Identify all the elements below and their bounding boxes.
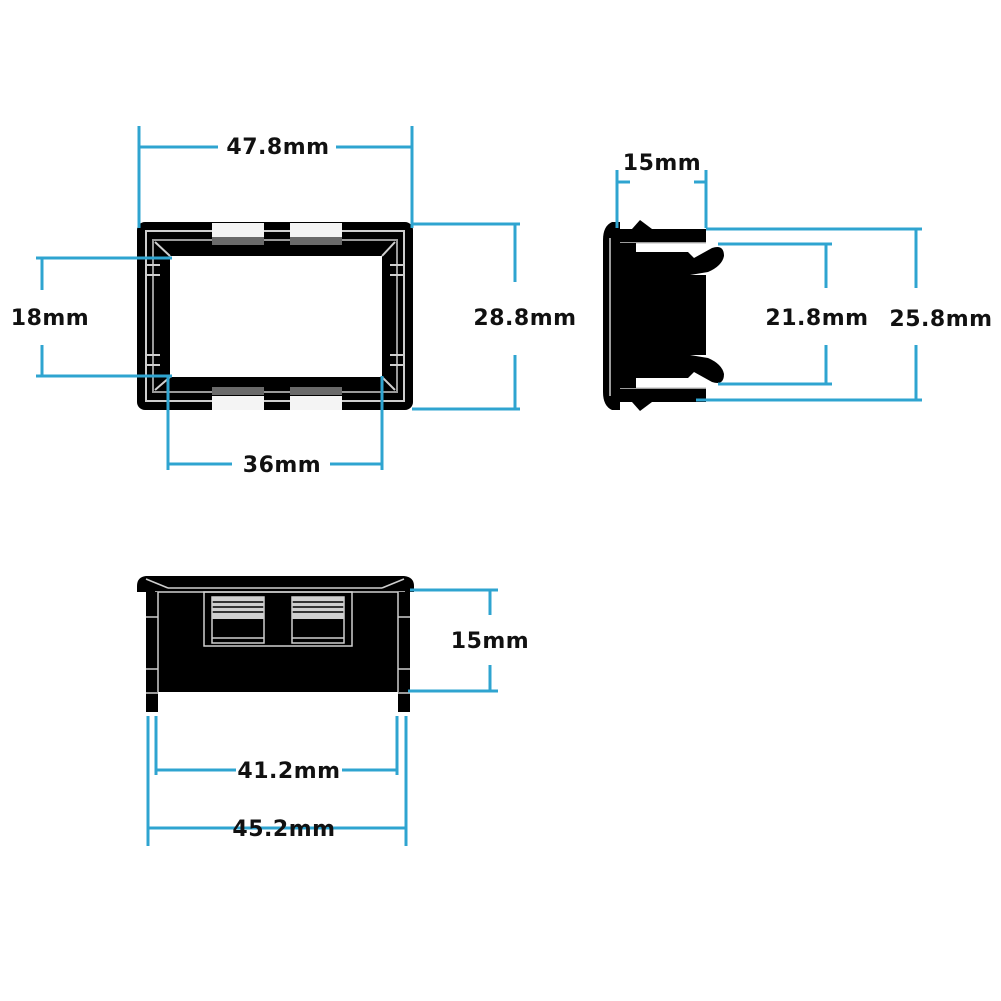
top-dimension-lines [146, 588, 498, 846]
front-corner-chamfers [154, 241, 396, 391]
side-top-rail [618, 229, 706, 243]
label-side-depth: 15mm [623, 151, 701, 176]
side-center-block [636, 275, 706, 355]
top-latch-left [211, 596, 265, 644]
side-bottom-rail [618, 388, 706, 402]
front-top-tab-shade-left [212, 237, 264, 245]
front-bezel-inner-outline [145, 230, 405, 402]
front-bottom-tab-shade-left [212, 387, 264, 395]
front-top-tab-right [290, 223, 342, 237]
label-inner-width: 41.2mm [237, 759, 340, 784]
side-front-flange [603, 222, 620, 410]
front-top-tab-left [212, 223, 264, 237]
side-view: 15mm 21.8mm 25.8mm [603, 151, 992, 411]
side-main-body [618, 243, 636, 388]
label-top-depth: 15mm [451, 629, 529, 654]
label-window-height: 18mm [11, 306, 89, 331]
label-body-height: 25.8mm [889, 307, 992, 332]
top-right-leg [398, 592, 410, 712]
front-dimension-lines [36, 126, 520, 470]
label-overall-width: 47.8mm [226, 135, 329, 160]
front-bottom-tab-shade-right [290, 387, 342, 395]
front-bottom-tab-right [290, 396, 342, 410]
side-bottom-latch [632, 402, 652, 411]
top-left-leg [146, 592, 158, 712]
label-overall-height: 28.8mm [473, 306, 576, 331]
front-bottom-tab-left [212, 396, 264, 410]
side-top-latch [632, 220, 652, 229]
front-display-window [170, 256, 382, 377]
top-latch-frame [203, 591, 353, 647]
side-upper-clip [636, 247, 724, 275]
top-body [155, 592, 405, 692]
top-leg-marks [146, 592, 410, 694]
front-side-ribs [147, 264, 403, 366]
side-dimension-lines [615, 170, 922, 402]
label-clip-span: 21.8mm [765, 306, 868, 331]
label-window-width: 36mm [243, 453, 321, 478]
side-lower-clip [636, 355, 724, 383]
front-top-tab-shade-right [290, 237, 342, 245]
top-latch-right [291, 596, 345, 644]
top-flange [137, 576, 414, 592]
front-bezel-inner-outline-2 [152, 239, 398, 393]
front-view: 47.8mm 18mm 28.8mm 36mm [11, 126, 576, 478]
top-view: 15mm 41.2mm 45.2mm [137, 576, 529, 846]
label-outer-width: 45.2mm [232, 817, 335, 842]
